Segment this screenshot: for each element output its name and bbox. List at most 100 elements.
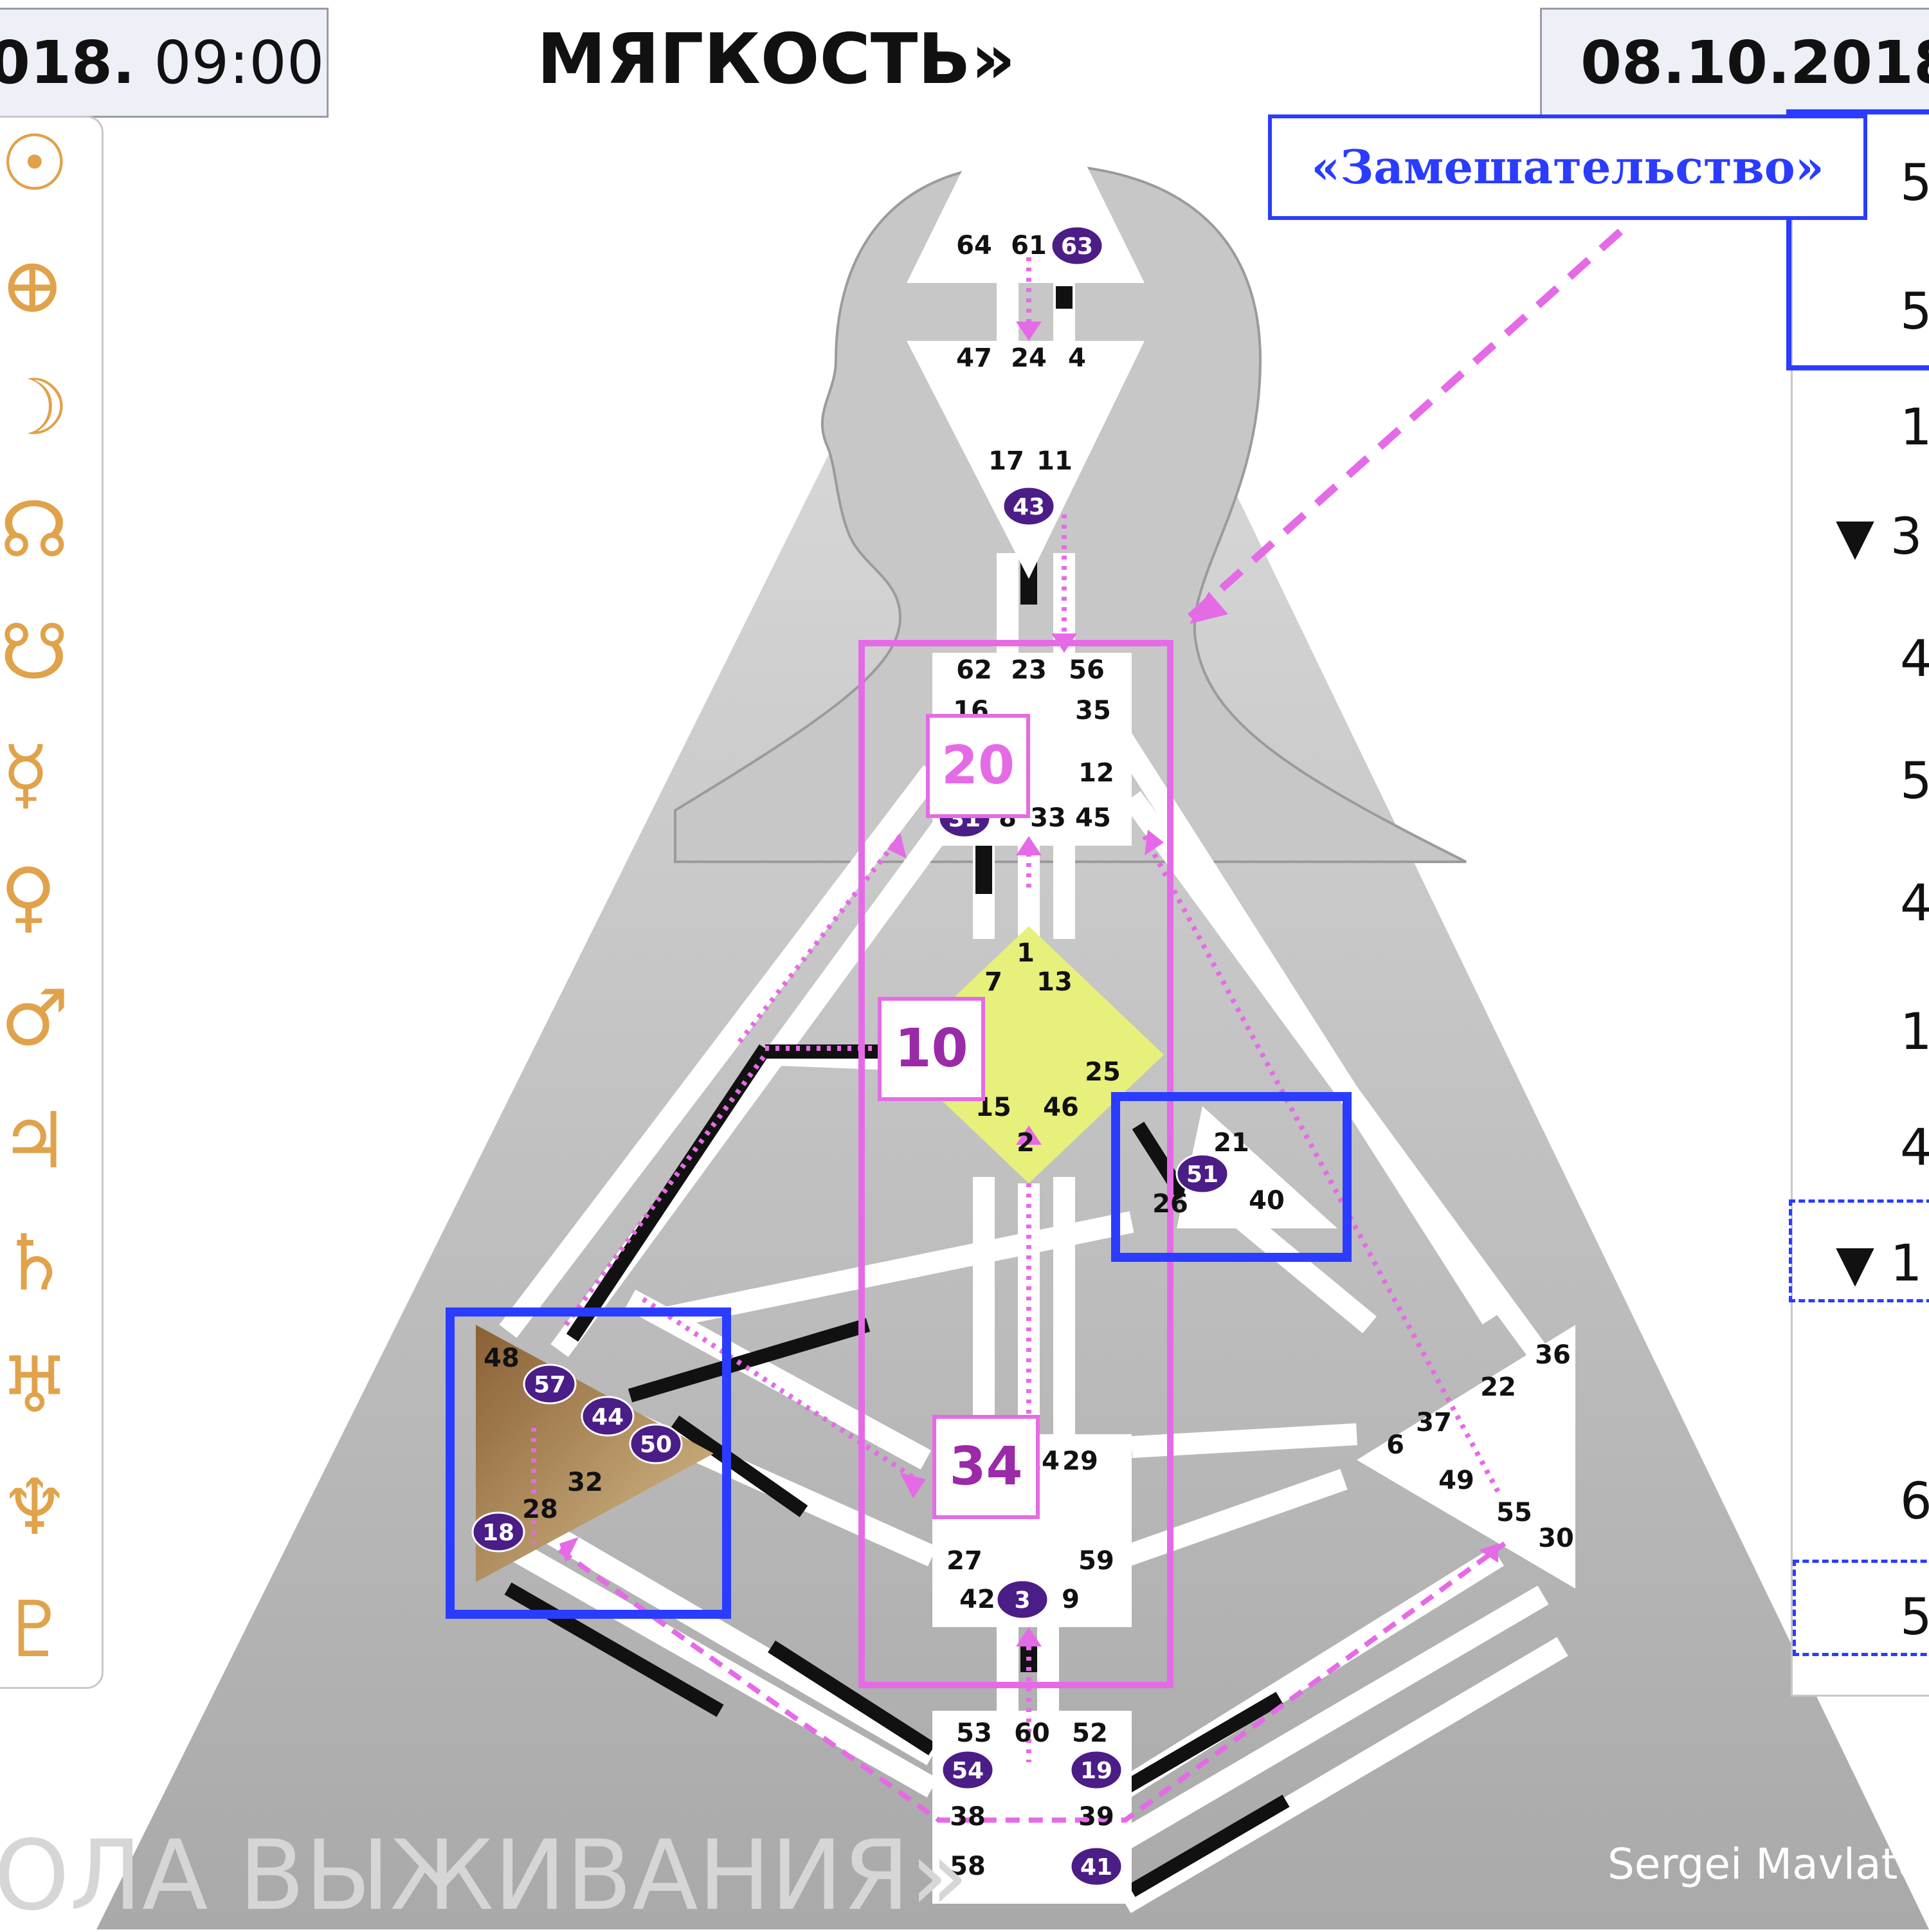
active-gate-marker — [1069, 1846, 1123, 1887]
gate-number: 43 — [1013, 494, 1045, 520]
active-gate-marker — [1050, 225, 1104, 266]
activation-row: ▼ 1 — [1836, 1235, 1923, 1293]
active-gate-marker — [1002, 486, 1056, 527]
gate-number: 49 — [1438, 1466, 1474, 1495]
gate-number: 48 — [484, 1344, 520, 1373]
activation-row: 1 — [1900, 1003, 1929, 1061]
active-gate-marker — [581, 1396, 635, 1437]
gate-number: 2 — [1017, 1128, 1035, 1158]
planet-symbol: ☋ — [0, 608, 69, 697]
activation-row: 5 — [1900, 1589, 1929, 1646]
chart-title: МЯГКОСТЬ» — [537, 19, 1016, 100]
activation-row: 6 — [1900, 1473, 1929, 1531]
gate-number: 36 — [1535, 1340, 1571, 1370]
gate-number: 45 — [1075, 803, 1111, 833]
gate-number: 53 — [956, 1718, 992, 1748]
gate-number: 35 — [1075, 696, 1111, 725]
planet-symbol: ⊕ — [0, 241, 65, 331]
author-signature: Sergei Mavlatc — [1608, 1839, 1921, 1889]
gate-number: 29 — [1062, 1446, 1098, 1476]
activation-row: ▼ 3 — [1836, 508, 1923, 566]
activation-row: 5 — [1900, 752, 1929, 810]
active-gate-marker — [471, 1511, 525, 1553]
active-gate-marker — [523, 1363, 577, 1405]
gate-number: 18 — [482, 1520, 514, 1546]
gate-number: 21 — [1213, 1128, 1249, 1158]
gate-number: 56 — [1069, 655, 1105, 685]
planet-symbol: ♆ — [0, 1463, 69, 1553]
ego-highlight-frame — [1111, 1092, 1352, 1262]
gate-number: 32 — [567, 1468, 603, 1497]
gate-number: 9 — [1062, 1585, 1080, 1614]
end-date-box: 08.10.2018 — [1540, 8, 1929, 118]
gate-34-box: 34 — [932, 1415, 1040, 1519]
start-datetime-box: 018. 09:00 — [0, 8, 329, 118]
panel-blue-frame — [1786, 109, 1929, 370]
start-date: 018. — [0, 28, 135, 97]
gate-number: 17 — [988, 446, 1024, 476]
gate-number: 13 — [1037, 967, 1073, 997]
gate-number: 38 — [950, 1802, 986, 1832]
gate-20-box: 20 — [926, 714, 1030, 818]
confusion-callout: «Замешательство» — [1268, 114, 1867, 220]
gate-number: 44 — [592, 1404, 624, 1430]
gate-number: 64 — [956, 231, 992, 260]
planet-symbol: ♇ — [0, 1585, 69, 1675]
activation-row: 4 — [1900, 630, 1929, 688]
ego-center — [1177, 1106, 1337, 1228]
gate-number: 25 — [1085, 1057, 1121, 1087]
gate-number: 33 — [1030, 803, 1066, 833]
head-center — [907, 42, 1145, 283]
gate-number: 23 — [1011, 655, 1047, 685]
gate-number: 12 — [1078, 758, 1114, 788]
active-gate-marker — [995, 1579, 1049, 1620]
active-gate-marker — [1175, 1153, 1229, 1194]
gate-number: 54 — [952, 1758, 984, 1784]
gate-number: 4 — [1068, 343, 1086, 373]
gate-number: 52 — [1072, 1718, 1108, 1748]
gate-number: 61 — [1011, 231, 1047, 260]
planet-symbol: ♀ — [0, 852, 57, 942]
planet-panel — [0, 116, 104, 1689]
gate-10-box: 10 — [878, 997, 985, 1101]
gate-number: 57 — [534, 1372, 566, 1398]
planet-symbol: ♅ — [0, 1341, 69, 1430]
gate-number: 37 — [1416, 1408, 1452, 1437]
start-time: 09:00 — [135, 28, 325, 97]
gate-number: 27 — [946, 1546, 983, 1576]
active-gate-marker — [941, 1749, 995, 1791]
gate-number: 55 — [1496, 1498, 1532, 1527]
activation-row: 5 — [1900, 154, 1929, 212]
gate-number: 7 — [984, 967, 1002, 997]
gate-number: 30 — [1538, 1524, 1574, 1553]
gate-number: 42 — [959, 1585, 995, 1614]
activation-panel — [1786, 109, 1929, 1697]
active-gate-marker — [1069, 1749, 1123, 1791]
active-gate-marker — [629, 1423, 683, 1464]
gate-number: 11 — [1037, 446, 1073, 476]
gate-number: 3 — [1014, 1587, 1030, 1614]
gate-number: 58 — [950, 1852, 986, 1881]
activation-row: 5 — [1900, 283, 1929, 341]
gate-number: 62 — [956, 655, 992, 685]
defined-channels — [504, 286, 1290, 1897]
activation-row: 4 — [1900, 1119, 1929, 1177]
gate-number: 39 — [1078, 1802, 1114, 1832]
planet-symbol: ☽ — [0, 363, 69, 453]
panel-dashed-frame-1 — [1789, 1199, 1929, 1302]
gate-number: 47 — [956, 343, 992, 373]
channel-highlight-frame — [858, 640, 1173, 1688]
gate-number: 24 — [1011, 343, 1047, 373]
gate-number: 19 — [1080, 1758, 1112, 1784]
planet-symbol: ♂ — [0, 974, 69, 1064]
gate-number: 46 — [1043, 1093, 1079, 1122]
gate-number: 59 — [1078, 1546, 1114, 1576]
solar-plexus-center — [1357, 1325, 1575, 1589]
end-date: 08.10.2018 — [1580, 28, 1929, 97]
gate-number: 1 — [1017, 938, 1035, 968]
planet-symbol: ☿ — [2, 730, 50, 819]
gate-number: 26 — [1152, 1189, 1188, 1219]
planet-symbol: ♄ — [0, 1219, 69, 1308]
